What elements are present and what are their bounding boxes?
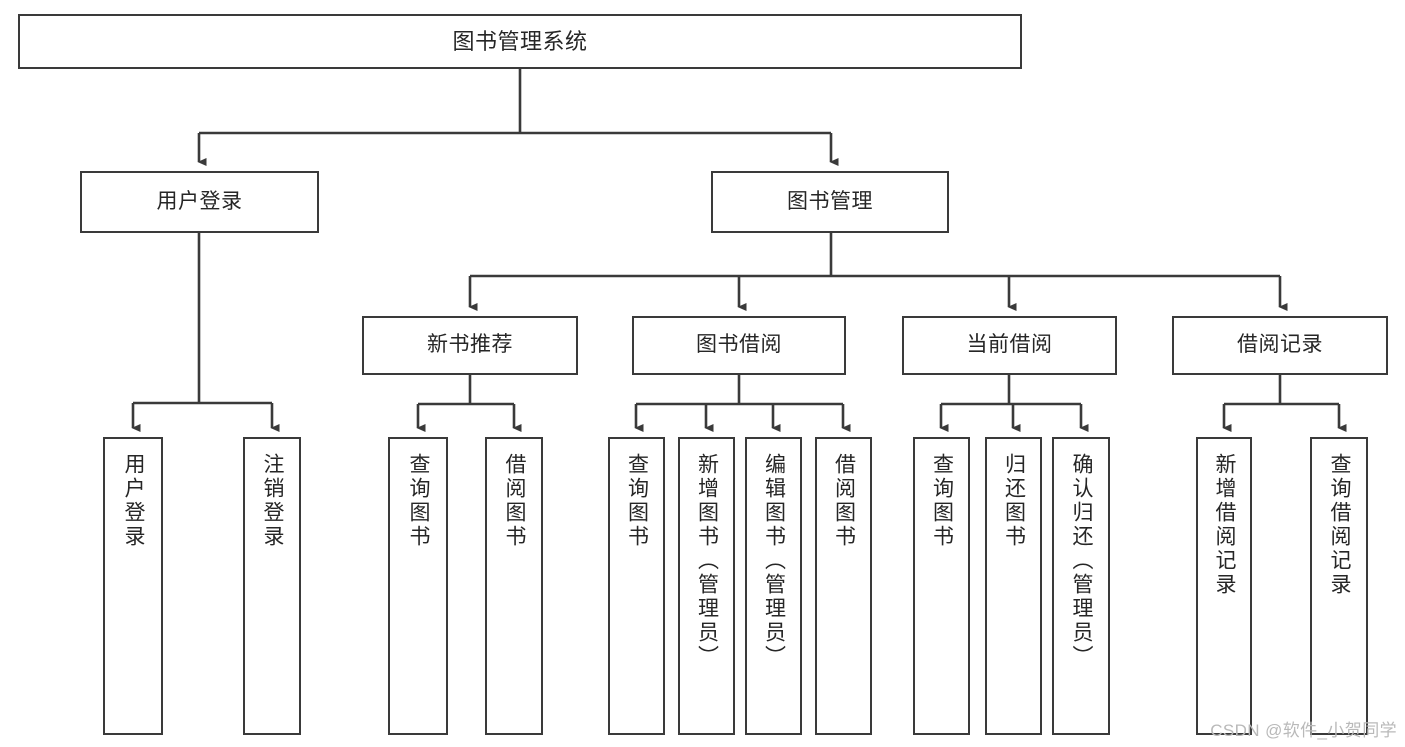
node-book-manage[interactable]: 图书管理 — [711, 171, 949, 233]
leaf-query-book-2[interactable]: 查询图书 — [608, 437, 665, 735]
leaf-query-book-1[interactable]: 查询图书 — [388, 437, 448, 735]
leaf-logout[interactable]: 注销登录 — [243, 437, 301, 735]
leaf-borrow-book-2[interactable]: 借阅图书 — [815, 437, 872, 735]
node-user-login[interactable]: 用户登录 — [80, 171, 319, 233]
leaf-borrow-book-1-label: 借阅图书 — [503, 453, 527, 549]
leaf-query-borrow-record-label: 查询借阅记录 — [1328, 453, 1352, 597]
leaf-user-login[interactable]: 用户登录 — [103, 437, 163, 735]
leaf-add-book-label: 新增图书（管理员） — [695, 453, 719, 669]
leaf-logout-label: 注销登录 — [261, 453, 285, 549]
leaf-query-borrow-record[interactable]: 查询借阅记录 — [1310, 437, 1368, 735]
node-new-book-recommend-label: 新书推荐 — [427, 333, 513, 357]
node-book-borrow[interactable]: 图书借阅 — [632, 316, 846, 375]
leaf-confirm-return-label: 确认归还（管理员） — [1070, 453, 1094, 669]
leaf-add-borrow-record[interactable]: 新增借阅记录 — [1196, 437, 1252, 735]
leaf-query-book-1-label: 查询图书 — [407, 453, 431, 549]
node-book-manage-label: 图书管理 — [787, 189, 873, 213]
leaf-add-book[interactable]: 新增图书（管理员） — [678, 437, 735, 735]
leaf-query-book-3-label: 查询图书 — [930, 453, 954, 549]
leaf-return-book[interactable]: 归还图书 — [985, 437, 1042, 735]
leaf-query-book-3[interactable]: 查询图书 — [913, 437, 970, 735]
node-book-borrow-label: 图书借阅 — [696, 333, 782, 357]
leaf-edit-book-label: 编辑图书（管理员） — [762, 453, 786, 669]
node-borrow-record[interactable]: 借阅记录 — [1172, 316, 1388, 375]
node-new-book-recommend[interactable]: 新书推荐 — [362, 316, 578, 375]
node-root[interactable]: 图书管理系统 — [18, 14, 1022, 69]
node-current-borrow[interactable]: 当前借阅 — [902, 316, 1117, 375]
csdn-watermark: CSDN @软件_小贺同学 — [1210, 721, 1397, 740]
leaf-edit-book[interactable]: 编辑图书（管理员） — [745, 437, 802, 735]
leaf-confirm-return[interactable]: 确认归还（管理员） — [1052, 437, 1110, 735]
leaf-borrow-book-1[interactable]: 借阅图书 — [485, 437, 543, 735]
node-current-borrow-label: 当前借阅 — [966, 333, 1053, 357]
leaf-add-borrow-record-label: 新增借阅记录 — [1213, 453, 1237, 597]
node-user-login-label: 用户登录 — [156, 189, 243, 213]
leaf-user-login-label: 用户登录 — [122, 453, 146, 549]
leaf-return-book-label: 归还图书 — [1002, 453, 1026, 549]
node-borrow-record-label: 借阅记录 — [1237, 333, 1323, 357]
leaf-borrow-book-2-label: 借阅图书 — [832, 453, 856, 549]
node-root-label: 图书管理系统 — [452, 28, 588, 54]
leaf-query-book-2-label: 查询图书 — [625, 453, 649, 549]
